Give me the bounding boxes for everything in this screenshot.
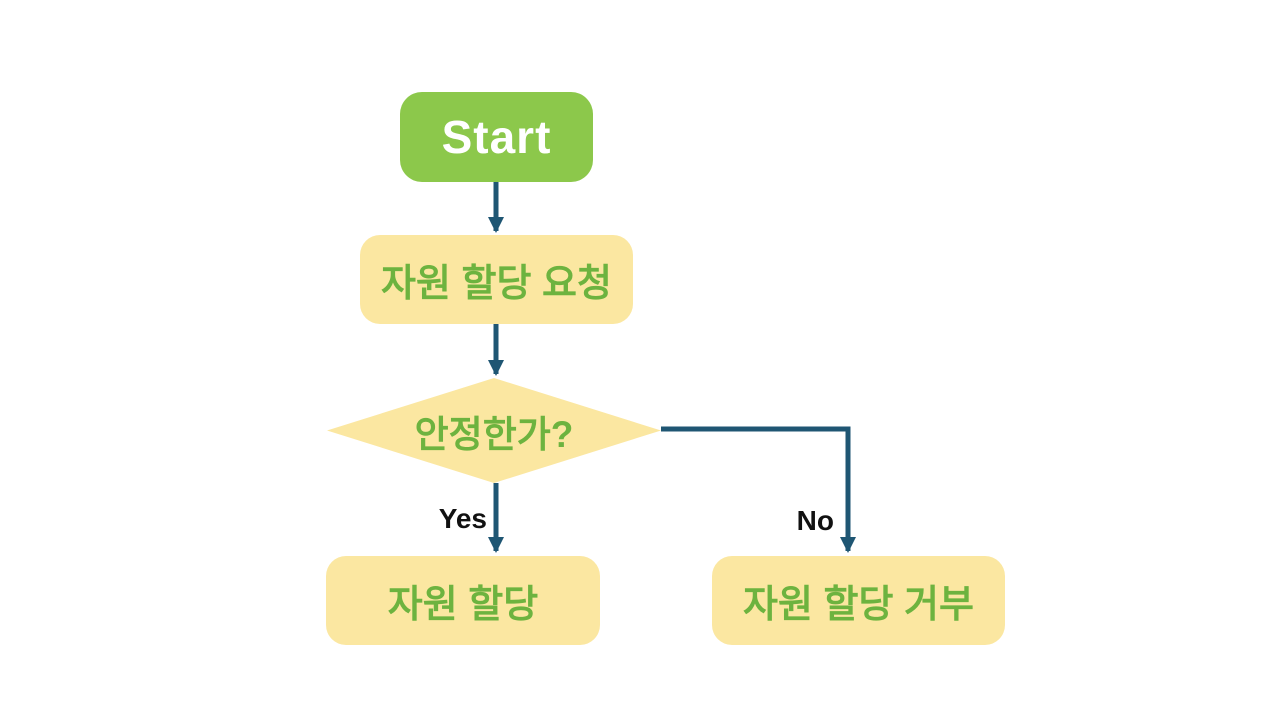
node-start: Start: [400, 92, 593, 182]
node-resource-deny: 자원 할당 거부: [712, 556, 1005, 645]
node-resource-request-label: 자원 할당 요청: [381, 263, 612, 305]
branch-label-no: No: [796, 505, 834, 536]
node-start-label: Start: [441, 111, 552, 163]
node-resource-allocate-label: 자원 할당: [387, 584, 539, 626]
node-resource-allocate: 자원 할당: [326, 556, 600, 645]
branch-label-yes: Yes: [438, 503, 487, 534]
node-resource-request: 자원 할당 요청: [360, 235, 633, 324]
node-decision-stable-label: 안정한가?: [414, 413, 574, 455]
node-decision-stable: 안정한가?: [327, 378, 661, 483]
decision-diamond-shape: [327, 378, 661, 483]
connector-decision-no-to-deny: [661, 426, 856, 553]
node-resource-deny-label: 자원 할당 거부: [743, 584, 974, 626]
